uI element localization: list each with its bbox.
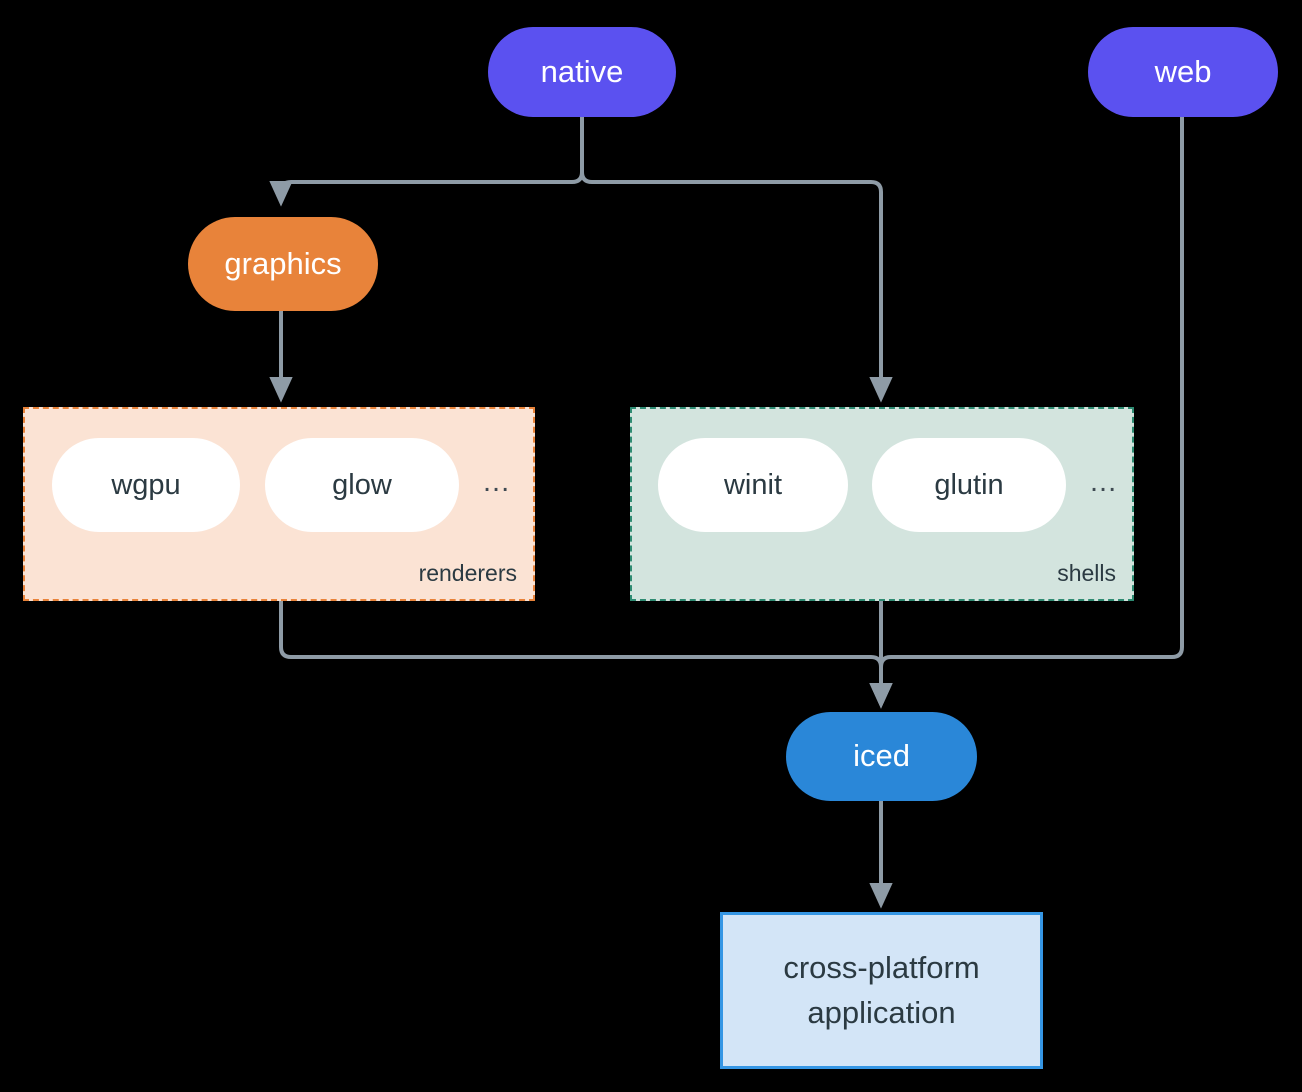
edge-renderers-iced	[279, 601, 893, 709]
edge-native-graphics	[269, 117, 584, 207]
node-glutin-label: glutin	[934, 468, 1004, 501]
node-glow[interactable]: glow	[265, 438, 459, 532]
node-glutin[interactable]: glutin	[872, 438, 1066, 532]
node-graphics[interactable]: graphics	[188, 217, 378, 311]
node-iced-label: iced	[853, 738, 910, 774]
node-iced[interactable]: iced	[786, 712, 977, 801]
node-cross-platform-application[interactable]: cross-platform application	[720, 912, 1043, 1069]
node-winit[interactable]: winit	[658, 438, 848, 532]
group-shells: winit glutin ... shells	[630, 407, 1134, 601]
node-web-label: web	[1154, 53, 1212, 89]
group-shells-label: shells	[1057, 560, 1116, 586]
node-winit-label: winit	[723, 468, 782, 501]
node-wgpu-label: wgpu	[111, 468, 181, 501]
node-glow-label: glow	[332, 468, 392, 501]
shells-overflow-ellipsis: ...	[1090, 466, 1118, 498]
node-web[interactable]: web	[1088, 27, 1278, 117]
application-label-line2: application	[807, 994, 956, 1030]
group-renderers-label: renderers	[418, 560, 517, 586]
node-native-label: native	[540, 53, 624, 89]
node-wgpu[interactable]: wgpu	[52, 438, 240, 532]
renderers-overflow-ellipsis: ...	[483, 466, 511, 498]
edge-native-shells	[580, 117, 893, 403]
node-native[interactable]: native	[488, 27, 676, 117]
group-renderers: wgpu glow ... renderers	[23, 407, 535, 601]
node-graphics-label: graphics	[224, 245, 342, 281]
application-label-line1: cross-platform	[783, 949, 980, 985]
